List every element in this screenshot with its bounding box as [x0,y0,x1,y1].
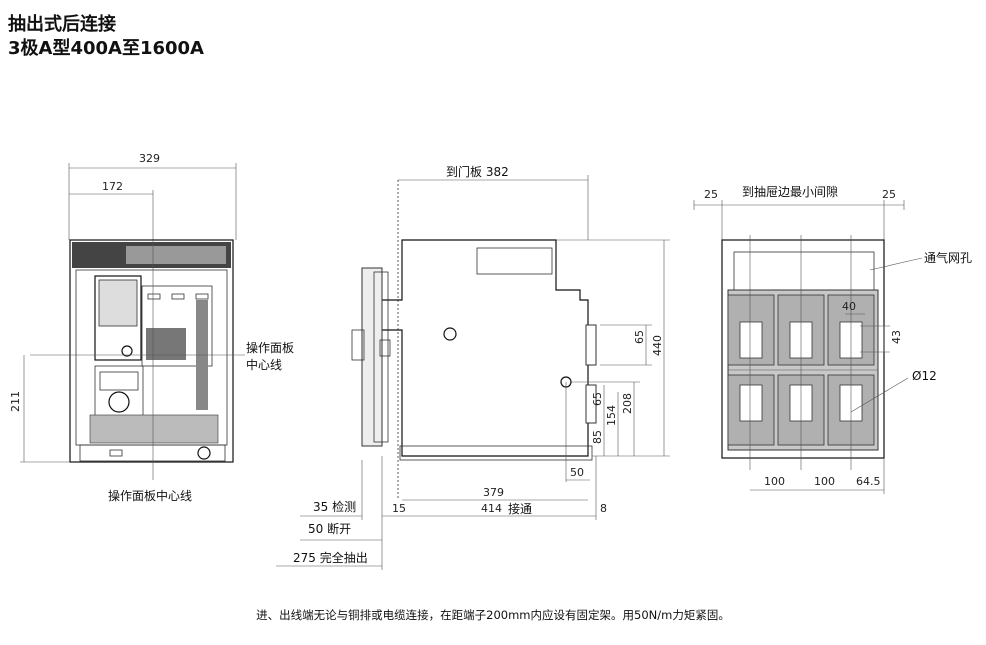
panel-center-label-bottom: 操作面板中心线 [108,488,192,503]
dim-8: 8 [600,502,607,515]
dim-65: 65 [591,392,604,406]
vent-label: 通气网孔 [924,250,972,265]
dim-65-top: 65 [633,330,646,344]
test-35: 35 检测 [313,499,356,514]
dim-172: 172 [102,180,123,193]
dim-25-left: 25 [704,188,718,201]
dim-414: 414 [481,502,502,515]
dim-25-right: 25 [882,188,896,201]
title-line-2: 3极A型400A至1600A [8,38,204,59]
front-view: 329 172 211 操作面板 中心线 操作面板中心线 [9,152,294,503]
dim-15: 15 [392,502,406,515]
dim-50: 50 [570,466,584,479]
dim-329: 329 [139,152,160,165]
dim-64-5: 64.5 [856,475,881,488]
drawer-edge-min-gap: 到抽屉边最小间隙 [742,185,838,199]
panel-center-label-2: 中心线 [246,357,282,372]
dim-154: 154 [605,405,618,426]
to-door-382: 到门板 382 [446,164,509,179]
dim-100-b: 100 [814,475,835,488]
rear-view: 25 25 到抽屉边最小间隙 通气网孔 40 43 Ø12 100 [693,185,972,494]
panel-center-label-1: 操作面板 [246,340,294,355]
dim-100-a: 100 [764,475,785,488]
connected-label: 接通 [508,501,532,516]
fully-withdrawn-275: 275 完全抽出 [293,550,368,565]
dim-440: 440 [651,335,664,356]
dim-43: 43 [890,330,903,344]
dim-85: 85 [591,430,604,444]
title-line-1: 抽出式后连接 [8,14,116,35]
dim-208: 208 [621,393,634,414]
hole-diameter: Ø12 [912,369,937,383]
dim-211: 211 [9,391,22,412]
disconnected-50: 50 断开 [308,521,351,536]
side-view: 到门板 382 440 65 208 154 65 85 50 [276,164,670,570]
footnote: 进、出线端无论与铜排或电缆连接，在距端子200mm内应设有固定架。用50N/m力… [256,608,730,622]
dim-40: 40 [842,300,856,313]
dim-379: 379 [483,486,504,499]
